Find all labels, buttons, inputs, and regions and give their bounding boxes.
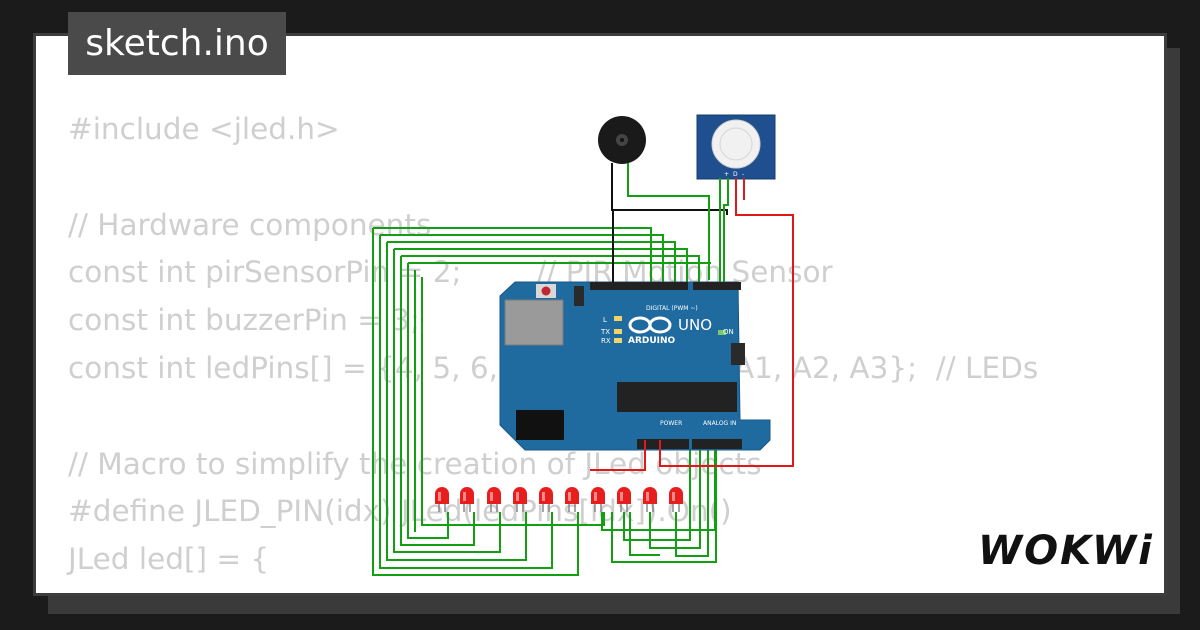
red-led [565, 487, 579, 512]
analog-label: ANALOG IN [703, 420, 736, 427]
atmega-chip [617, 382, 737, 412]
code-line: const int pirSensorPin = 2; // PIR Motio… [68, 255, 833, 290]
digital-header-label: DIGITAL (PWM ~) [646, 305, 698, 312]
file-title-tab[interactable]: sketch.ino [68, 12, 286, 75]
led-label-tx: TX [600, 328, 610, 336]
green-wire [611, 450, 717, 563]
red-led [513, 487, 527, 512]
red-led [643, 487, 657, 512]
code-preview: #include <jled.h> // Hardware components c… [68, 106, 1038, 593]
analog-header [692, 439, 742, 449]
pir-pin-gnd: - [742, 171, 744, 178]
green-wire [393, 249, 501, 553]
red-led [669, 487, 683, 512]
red-led [539, 487, 553, 512]
power-label: POWER [660, 420, 682, 427]
code-line: JLED_PIN(0), [68, 584, 1038, 593]
digital-header-left [590, 282, 688, 290]
buzzer-component[interactable] [598, 116, 646, 164]
other-wires [590, 163, 794, 471]
board-model-label: UNO [678, 316, 712, 334]
red-led [617, 487, 631, 512]
red-led [591, 487, 605, 512]
green-wire [380, 234, 664, 282]
green-wire [372, 228, 579, 576]
pir-pin-vcc: + [724, 171, 729, 178]
code-line: #include <jled.h> [68, 112, 340, 146]
digital-header-right [693, 282, 741, 290]
power-jack-icon [516, 410, 564, 440]
green-wires [372, 227, 717, 576]
led-label-rx: RX [601, 337, 611, 345]
green-wire [394, 248, 688, 282]
green-wire [623, 450, 691, 541]
green-wire [401, 255, 700, 282]
power-header [637, 439, 689, 449]
wokwi-logo: WOKWi [978, 528, 1154, 574]
led-bank [435, 487, 683, 512]
arduino-uno-board[interactable]: DIGITAL (PWM ~) L TX RX UNO ARDUINO ON P… [499, 281, 771, 451]
board-brand-label: ARDUINO [628, 336, 676, 346]
code-line: JLed led[] = { [68, 542, 270, 577]
green-wire [675, 450, 709, 557]
green-wire [421, 480, 605, 526]
on-label: ON [723, 328, 734, 336]
code-line: // Hardware components [68, 207, 432, 242]
red-led [487, 487, 501, 512]
usb-connector-icon [504, 299, 564, 346]
red-led [460, 487, 474, 512]
green-wire [386, 242, 527, 561]
led-label-l: L [603, 316, 607, 324]
green-wire [629, 512, 660, 556]
pir-pin-d: D [733, 171, 738, 178]
pir-motion-sensor[interactable]: + D - [696, 114, 776, 180]
red-led [435, 487, 449, 512]
arduino-logo-icon [628, 316, 672, 334]
green-wire [379, 235, 553, 569]
green-wire [400, 256, 475, 546]
green-wire [387, 241, 676, 282]
